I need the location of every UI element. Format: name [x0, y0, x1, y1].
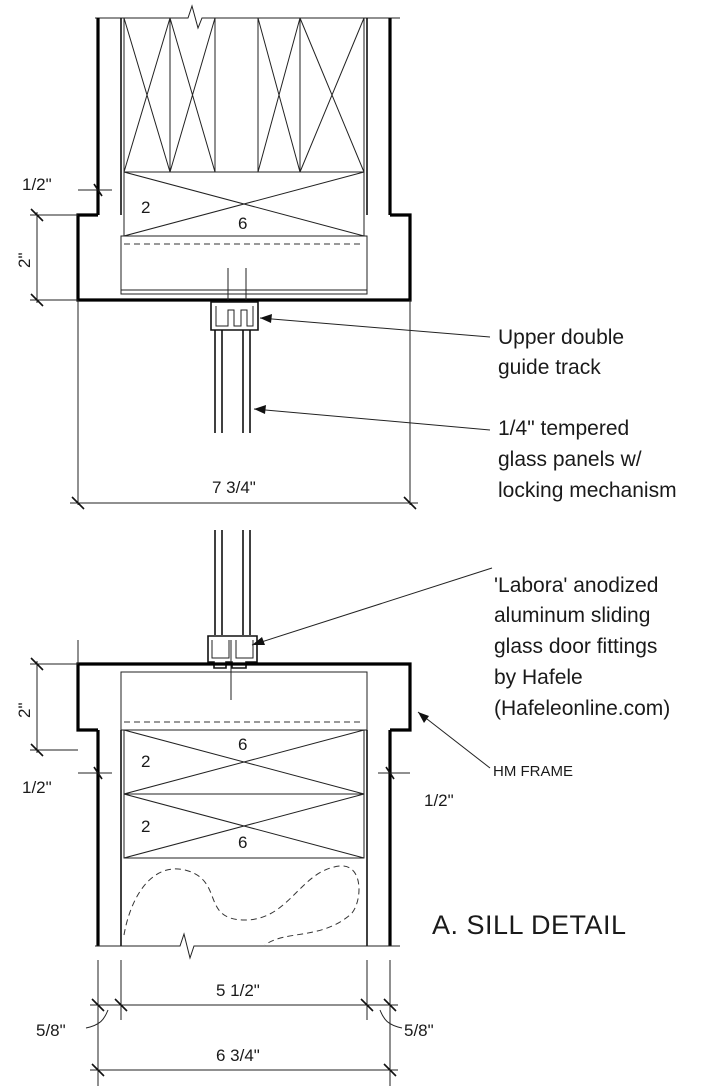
lower-plate2-label-2: 2 [141, 817, 150, 836]
dim-bottom-reveal-right: 1/2" [424, 791, 454, 810]
lower-glass-panels [214, 530, 251, 635]
upper-dimension-lines [30, 183, 411, 505]
upper-guide-track [210, 268, 259, 331]
dim-wall-width: 6 3/4" [216, 1046, 260, 1065]
note-fittings: 'Labora' anodized aluminum sliding glass… [251, 567, 670, 720]
dim-frame-width: 7 3/4" [212, 478, 256, 497]
dim-bottom-reveal-left: 1/2" [22, 778, 52, 797]
fittings-line5: (Hafeleonline.com) [494, 697, 670, 720]
bottom-dimension-lines [85, 960, 403, 1086]
dim-bottom-frame-height: 2" [15, 703, 34, 719]
lower-guide-track [207, 635, 258, 700]
top-break-line [95, 4, 400, 30]
glass-panels-line1: 1/4" tempered [498, 417, 629, 440]
lower-plate-2x6-lower [123, 793, 365, 859]
lower-plate1-label-2: 2 [141, 752, 150, 771]
insulation-batt [123, 865, 360, 946]
fittings-line3: glass door fittings [494, 635, 657, 658]
frame-width-dimension: 7 3/4" [70, 478, 418, 510]
lower-wall-assembly: 2 6 2 6 2" 1/2" 1/2" [15, 530, 454, 960]
glass-panels-line3: locking mechanism [498, 479, 677, 502]
fittings-line4: by Hafele [494, 666, 583, 689]
upper-plate-label-6: 6 [238, 214, 247, 233]
upper-wall-assembly: 2 6 [15, 4, 412, 505]
bottom-break-line [95, 932, 400, 960]
dim-drywall-right: 5/8" [404, 1021, 434, 1040]
detail-title: A. SILL DETAIL [432, 910, 627, 940]
upper-track-line2: guide track [498, 356, 601, 379]
fittings-line2: aluminum sliding [494, 604, 650, 627]
dim-stud-width: 5 1/2" [216, 981, 260, 1000]
upper-track-line1: Upper double [498, 326, 624, 349]
upper-hm-frame [76, 213, 412, 302]
lower-plate1-label-6: 6 [238, 735, 247, 754]
note-hm-frame: HM FRAME [417, 711, 573, 780]
lower-plate2-label-6: 6 [238, 833, 247, 852]
upper-stud-bay [123, 17, 365, 173]
fittings-line1: 'Labora' anodized [494, 574, 658, 597]
dim-drywall-left: 5/8" [36, 1021, 66, 1040]
lower-hm-frame [76, 640, 412, 732]
dim-top-reveal: 1/2" [22, 175, 52, 194]
note-upper-track: Upper double guide track [259, 314, 624, 379]
hm-frame-label: HM FRAME [493, 763, 573, 780]
glass-panels-line2: glass panels w/ [498, 448, 642, 471]
dim-top-frame-height: 2" [15, 253, 34, 269]
lower-dimension-lines [30, 657, 410, 780]
note-glass-panels: 1/4" tempered glass panels w/ locking me… [253, 405, 677, 502]
upper-plate-label-2: 2 [141, 198, 150, 217]
upper-glass-panels [214, 330, 251, 433]
